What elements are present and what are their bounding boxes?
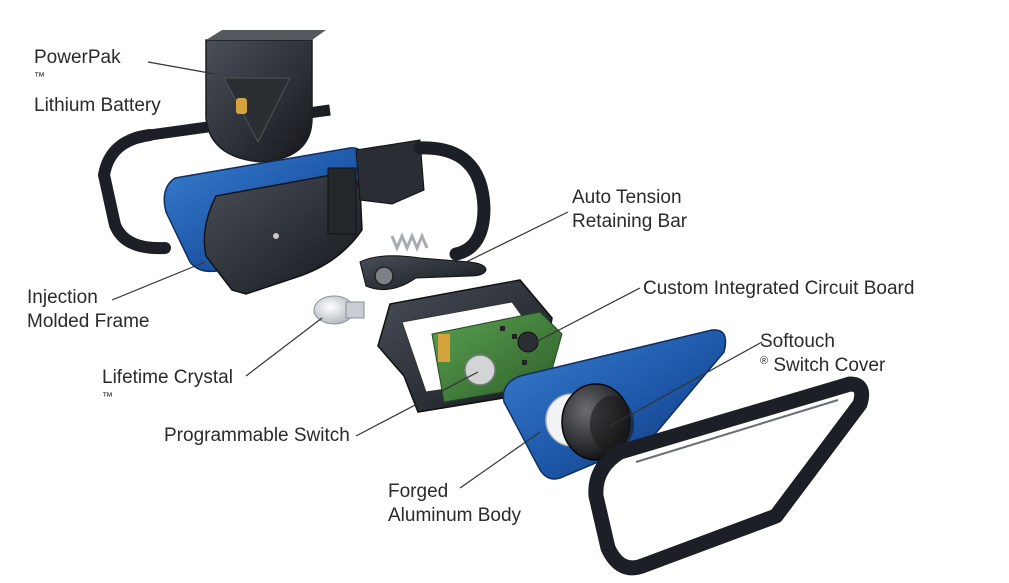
label-retaining-line1: Auto Tension [572, 187, 682, 208]
leader-lines [111, 61, 763, 489]
leader-cover [609, 341, 763, 427]
label-softouch-switch-cover: Softouch ® Switch Cover [760, 330, 885, 378]
auto-tension-retaining-bar [359, 232, 487, 291]
label-custom-circuit-board: Custom Integrated Circuit Board [643, 277, 914, 301]
label-programmable-switch: Programmable Switch [164, 424, 350, 448]
leader-battery [147, 61, 216, 75]
injection-molded-frame [203, 139, 491, 295]
trademark-mark: ™ [102, 391, 113, 403]
label-forged-aluminum-body: Forged Aluminum Body [388, 480, 521, 528]
label-crystal-line1: Lifetime Crystal [102, 367, 233, 388]
label-powerpak-battery: PowerPak ™ Lithium Battery [34, 46, 161, 118]
label-switch-line1: Programmable Switch [164, 425, 350, 446]
leader-retaining [461, 211, 569, 265]
label-battery-line1: PowerPak [34, 47, 121, 68]
leader-crystal [245, 317, 323, 377]
label-body-line1: Forged [388, 481, 449, 502]
label-frame-line2: Molded Frame [27, 311, 150, 332]
front-bezel-frame [588, 376, 870, 576]
battery-part [205, 30, 326, 170]
label-auto-tension-retaining-bar: Auto Tension Retaining Bar [572, 186, 687, 234]
trademark-mark: ™ [34, 71, 45, 83]
leader-frame [111, 261, 206, 301]
label-circuit-line1: Custom Integrated Circuit Board [643, 278, 915, 299]
label-cover-line2: Switch Cover [768, 355, 886, 376]
leader-circuit [531, 287, 641, 345]
label-injection-molded-frame: Injection Molded Frame [27, 286, 150, 334]
label-lifetime-crystal: Lifetime Crystal ™ [102, 366, 233, 414]
softouch-switch-cover [561, 383, 634, 461]
registered-mark: ® [760, 355, 769, 367]
label-retaining-line2: Retaining Bar [572, 211, 688, 232]
leader-body [459, 431, 541, 489]
label-cover-line1: Softouch [760, 331, 835, 352]
label-frame-line1: Injection [27, 287, 98, 308]
leader-switch [355, 371, 479, 437]
label-battery-line2: Lithium Battery [34, 95, 161, 116]
label-body-line2: Aluminum Body [388, 505, 522, 526]
lifetime-crystal-bulb [313, 295, 365, 325]
